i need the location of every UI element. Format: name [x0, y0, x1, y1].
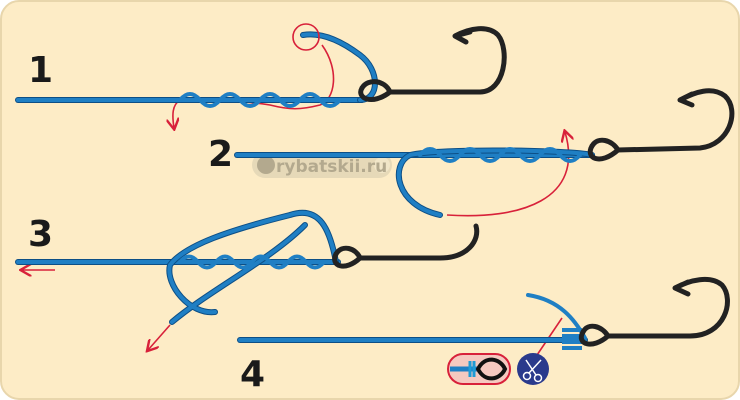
finished-knot-icon: [447, 353, 511, 385]
step-number-2: 2: [208, 134, 233, 175]
step-number-1: 1: [28, 50, 53, 91]
scissors-icon: [517, 353, 549, 385]
step-4: 4: [237, 276, 730, 395]
step-1: 1: [15, 23, 507, 128]
step-number-4: 4: [240, 354, 265, 395]
step-3: 3: [15, 209, 480, 350]
step-number-3: 3: [28, 214, 53, 255]
watermark-text: rybatskii.ru: [276, 157, 387, 177]
watermark: rybatskii.ru: [252, 152, 392, 178]
step-2: 2: [208, 88, 735, 218]
tag-end-highlight: [292, 23, 320, 51]
